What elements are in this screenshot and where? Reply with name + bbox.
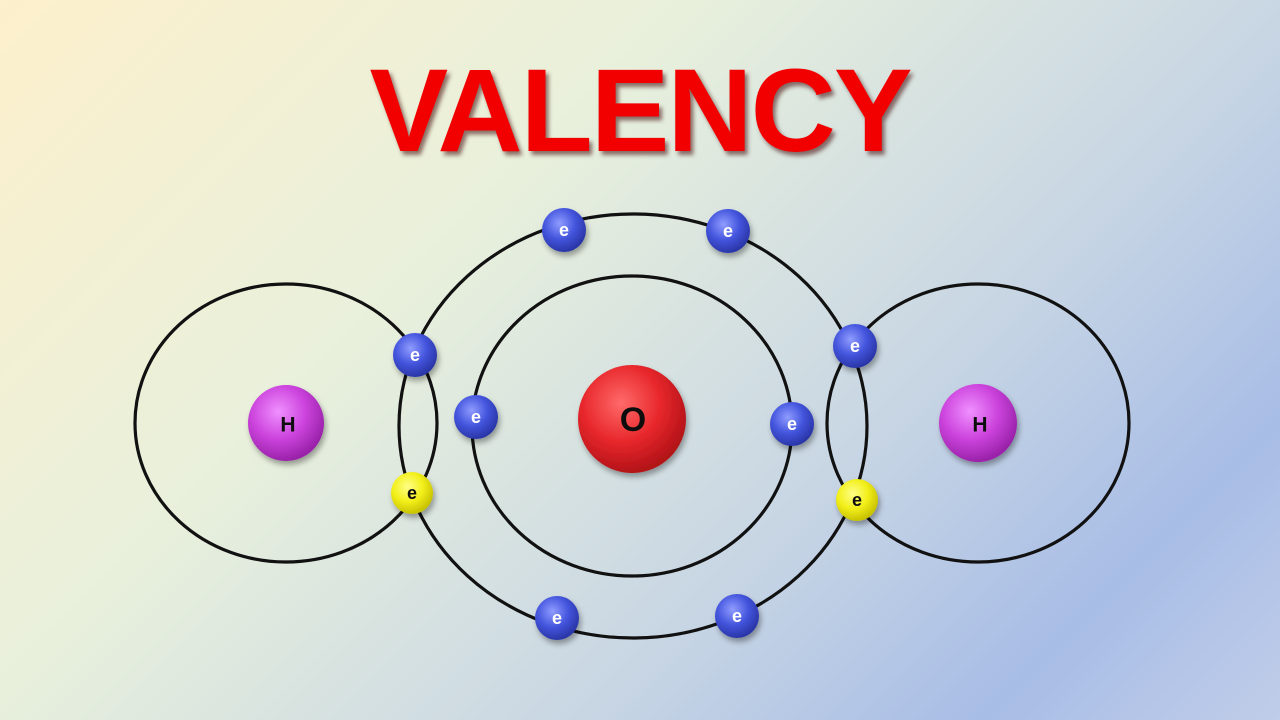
oxygen-symbol: O <box>620 401 646 439</box>
svg-text:e: e <box>852 490 862 510</box>
electron: e <box>535 596 579 640</box>
svg-text:e: e <box>559 220 569 240</box>
svg-text:e: e <box>407 483 417 503</box>
electron: e <box>454 395 498 439</box>
page-title: VALENCY <box>369 45 912 177</box>
oxygen-outer-orbit <box>397 212 869 640</box>
svg-text:e: e <box>552 608 562 628</box>
hydrogen-right-nucleus: H <box>939 384 1017 462</box>
electron: e <box>715 594 759 638</box>
electron: e <box>706 209 750 253</box>
hydrogen-left-symbol: H <box>280 414 295 437</box>
hydrogen-right-orbit <box>825 282 1131 564</box>
hydrogen-left-orbit <box>133 282 439 564</box>
electron: e <box>542 208 586 252</box>
electron: e <box>833 324 877 368</box>
svg-text:e: e <box>732 606 742 626</box>
oxygen-nucleus: O <box>578 365 686 473</box>
electron: e <box>393 333 437 377</box>
shared-electron: e <box>391 472 433 514</box>
svg-text:e: e <box>410 345 420 365</box>
svg-text:e: e <box>850 336 860 356</box>
hydrogen-left-nucleus: H <box>248 385 324 461</box>
svg-text:e: e <box>787 414 797 434</box>
svg-text:e: e <box>723 221 733 241</box>
svg-text:e: e <box>471 407 481 427</box>
hydrogen-right-symbol: H <box>972 414 987 437</box>
electron: e <box>770 402 814 446</box>
shared-electron: e <box>836 479 878 521</box>
